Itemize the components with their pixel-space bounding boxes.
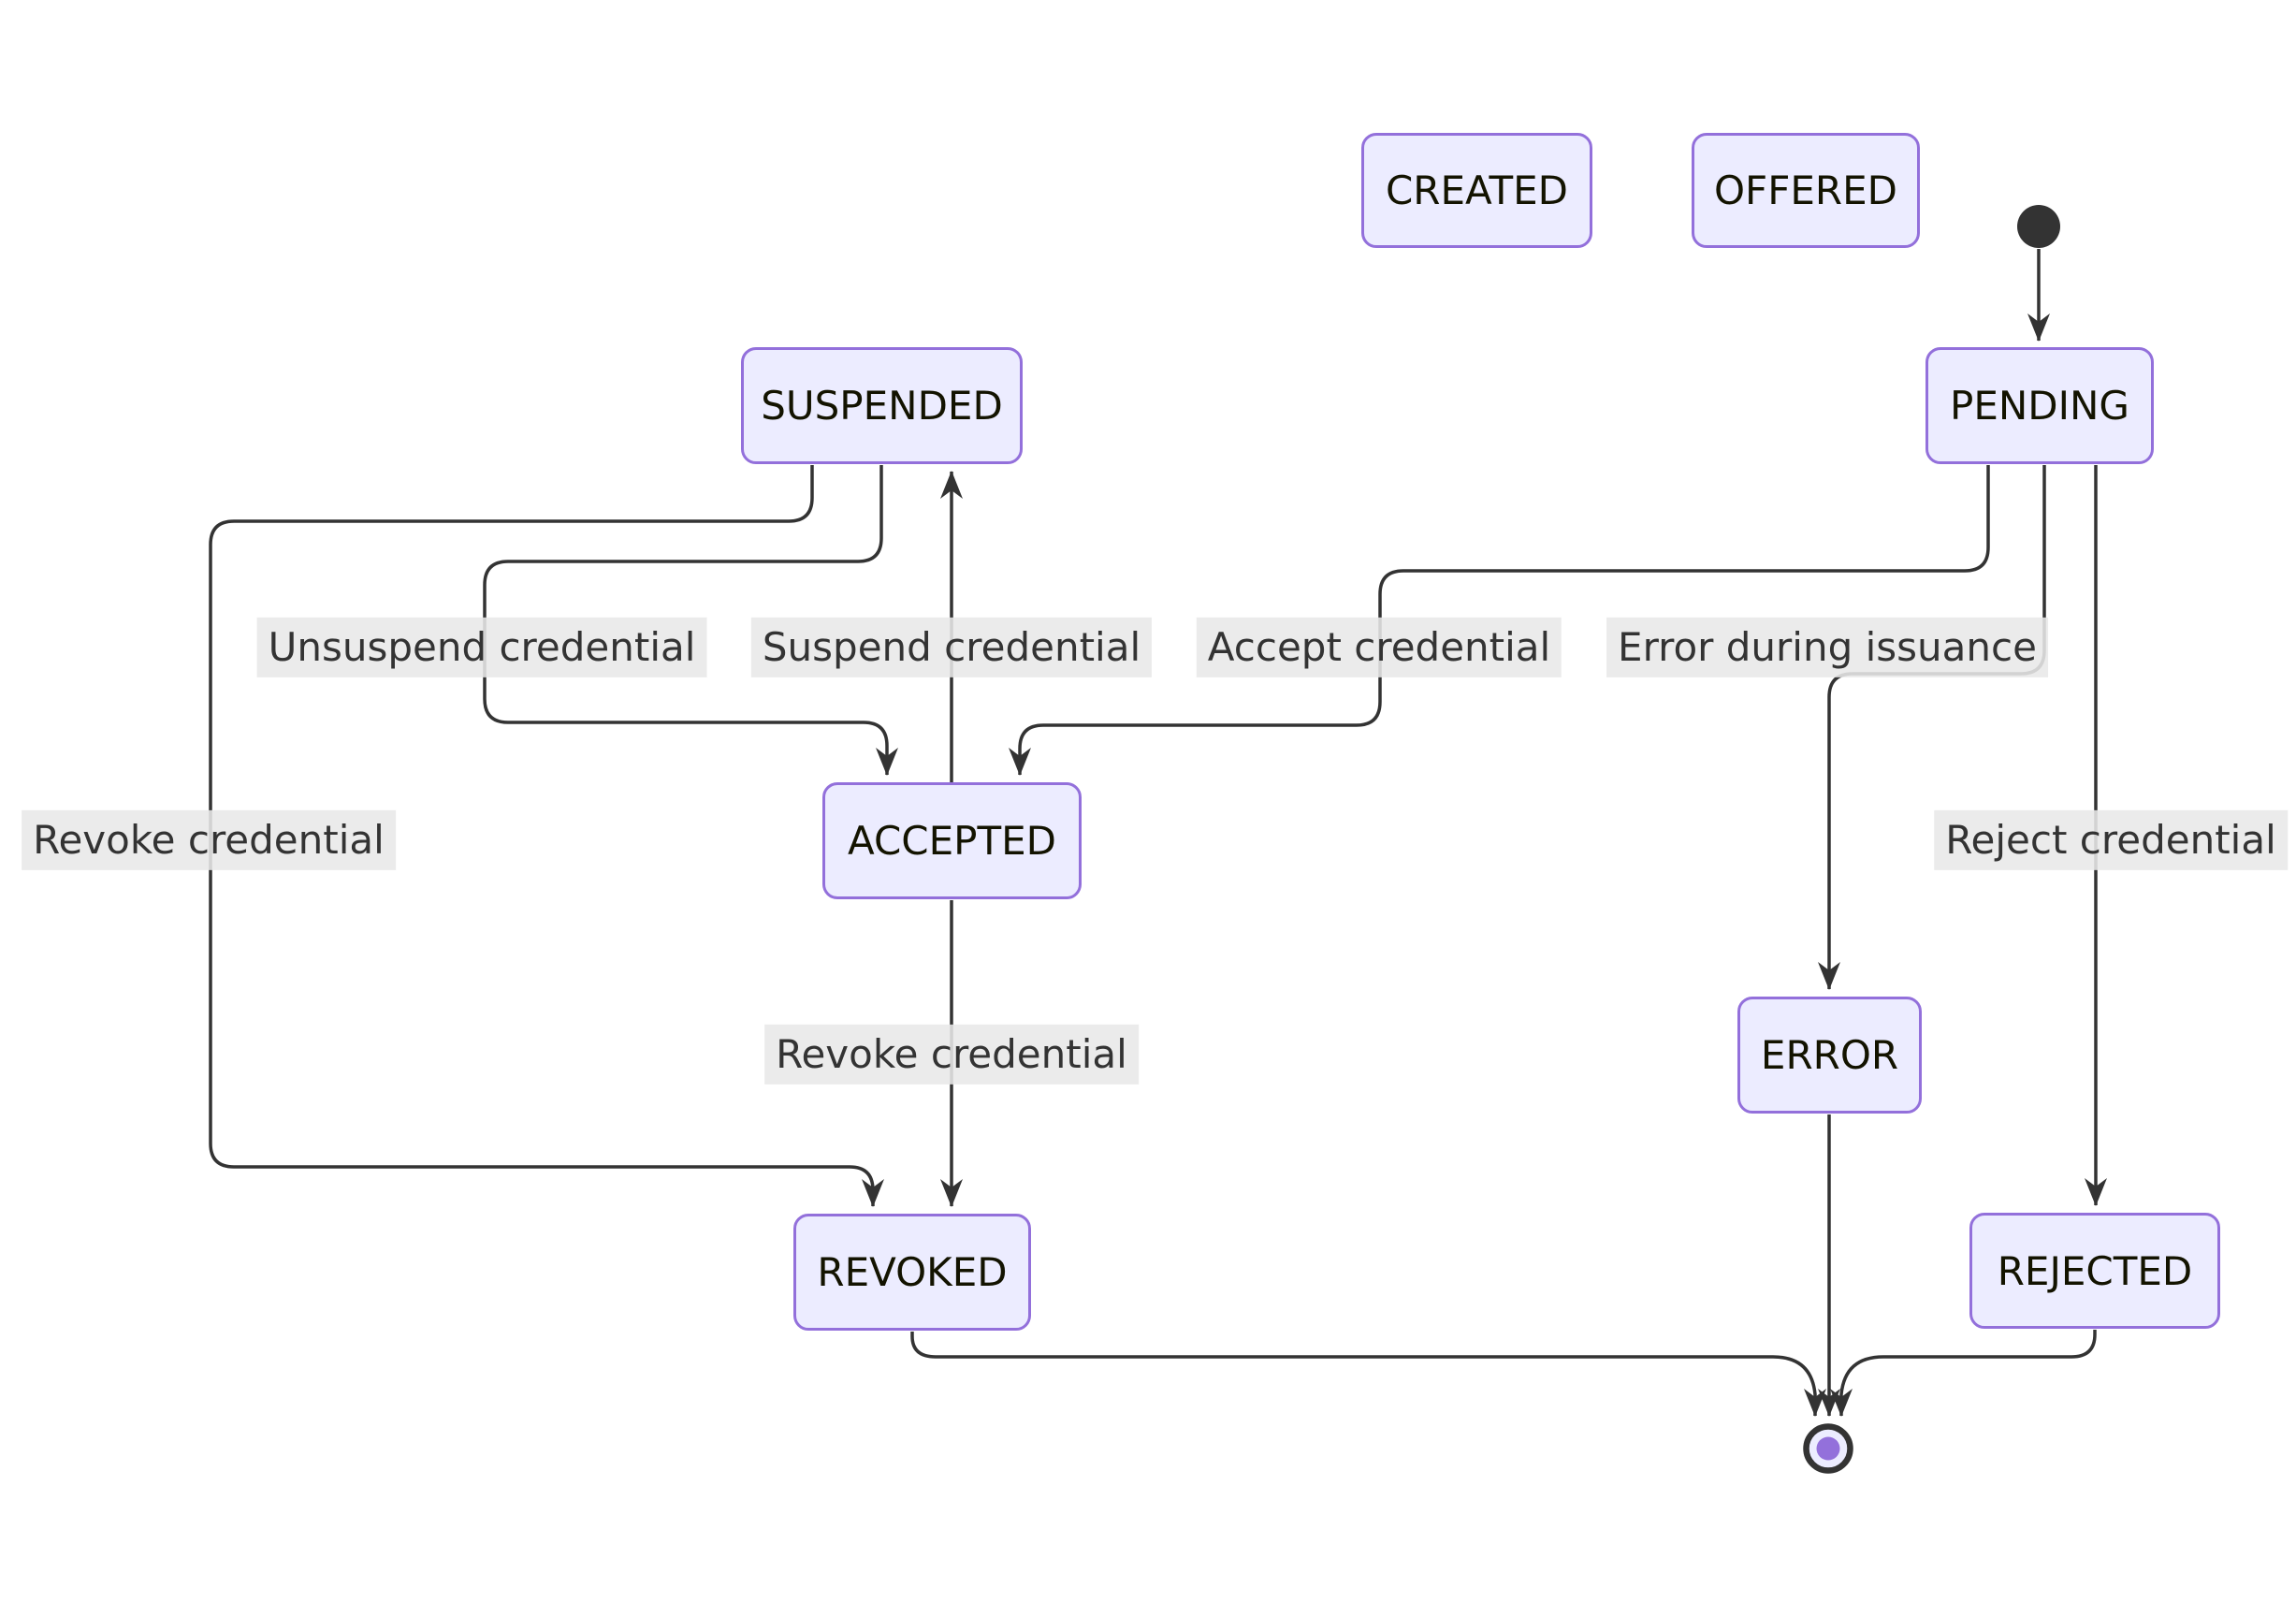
final-state-node: [1803, 1423, 1853, 1474]
state-suspended: SUSPENDED: [741, 347, 1023, 464]
state-revoked-label: REVOKED: [817, 1249, 1008, 1295]
edge-label-reject-credential: Reject credential: [1934, 809, 2288, 871]
state-rejected: REJECTED: [1969, 1213, 2220, 1329]
state-pending: PENDING: [1925, 347, 2154, 464]
edge-label-error-during-issuance: Error during issuance: [1606, 617, 2048, 678]
state-error: ERROR: [1737, 997, 1922, 1114]
state-accepted-label: ACCEPTED: [847, 818, 1057, 864]
state-error-label: ERROR: [1760, 1032, 1899, 1078]
state-rejected-label: REJECTED: [1997, 1247, 2193, 1294]
edge-rejected-to-final: [1830, 1330, 2097, 1417]
edge-label-suspend-credential: Suspend credential: [750, 617, 1153, 678]
state-revoked: REVOKED: [793, 1214, 1031, 1331]
state-created: CREATED: [1361, 133, 1592, 248]
state-pending-label: PENDING: [1950, 383, 2129, 429]
state-offered: OFFERED: [1692, 133, 1920, 248]
edge-pending-to-error: [1818, 465, 2046, 990]
edge-label-revoke-credential-mid: Revoke credential: [764, 1024, 1139, 1085]
edge-label-unsuspend-credential: Unsuspend credential: [256, 617, 707, 678]
initial-state-dot: [2017, 205, 2060, 248]
edge-revoked-to-final: [910, 1332, 1826, 1417]
edge-label-revoke-credential-left: Revoke credential: [22, 809, 396, 871]
state-offered-label: OFFERED: [1714, 167, 1897, 213]
final-state-core: [1816, 1436, 1840, 1461]
state-accepted: ACCEPTED: [822, 782, 1082, 899]
state-created-label: CREATED: [1385, 167, 1569, 213]
state-suspended-label: SUSPENDED: [761, 383, 1003, 429]
edge-label-accept-credential: Accept credential: [1196, 617, 1562, 678]
